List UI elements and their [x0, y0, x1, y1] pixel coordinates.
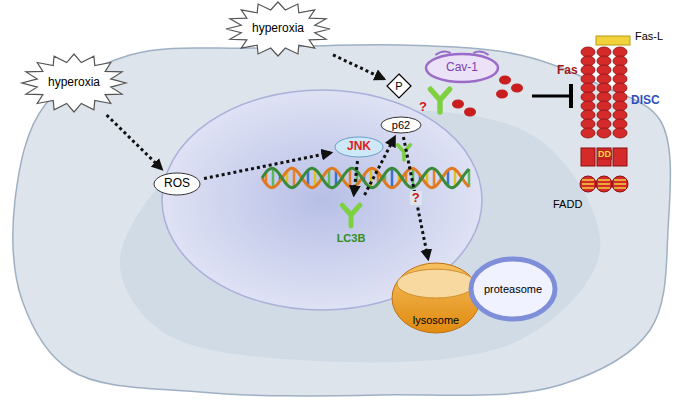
node-label: lysosome [413, 314, 459, 326]
adaptor-label: FADD [552, 198, 583, 210]
protein-node: LC3B [324, 198, 378, 244]
node-label: JNK [347, 140, 371, 153]
signal-arrow [403, 137, 428, 259]
stimulus-burst: hyperoxia [226, 2, 330, 56]
question-mark: ? [418, 100, 428, 114]
complex-label: DISC [630, 94, 661, 107]
fas-receptor [580, 36, 630, 192]
node-label: P [395, 80, 402, 92]
lc3b-protein [398, 145, 411, 160]
protein-node: p62 [380, 116, 422, 134]
node-label: hyperoxia [48, 76, 100, 89]
protein-node: proteasome [468, 256, 558, 322]
node-label: Cav-1 [446, 61, 478, 74]
node-label: hyperoxia [252, 22, 304, 35]
protein-node: lysosome [391, 262, 481, 334]
nucleus [162, 90, 482, 310]
protein-node: ROS [153, 172, 201, 196]
ligand-label: Fas-L [634, 30, 664, 42]
stimulus-burst: hyperoxia [22, 54, 126, 112]
signal-arrow [204, 153, 331, 179]
node-label: LC3B [337, 232, 366, 244]
signal-arrow [333, 55, 384, 79]
edge-label: ? [410, 191, 422, 205]
protein-node: JNK [334, 136, 384, 158]
protein-node: P [387, 74, 411, 98]
lc3b-protein [430, 89, 449, 112]
cell-body [13, 45, 671, 396]
node-label: p62 [392, 119, 410, 131]
inhibition-bar [532, 84, 571, 108]
signal-arrow [107, 115, 162, 169]
node-label: ROS [164, 177, 190, 190]
signal-arrow [354, 161, 358, 195]
fas-ligand [596, 36, 630, 45]
node-label: proteasome [484, 283, 542, 295]
protein-node: Cav-1 [424, 52, 500, 84]
domain-label: DD [597, 150, 612, 160]
dna-helix [262, 168, 469, 188]
receptor-label: Fas [556, 64, 579, 77]
